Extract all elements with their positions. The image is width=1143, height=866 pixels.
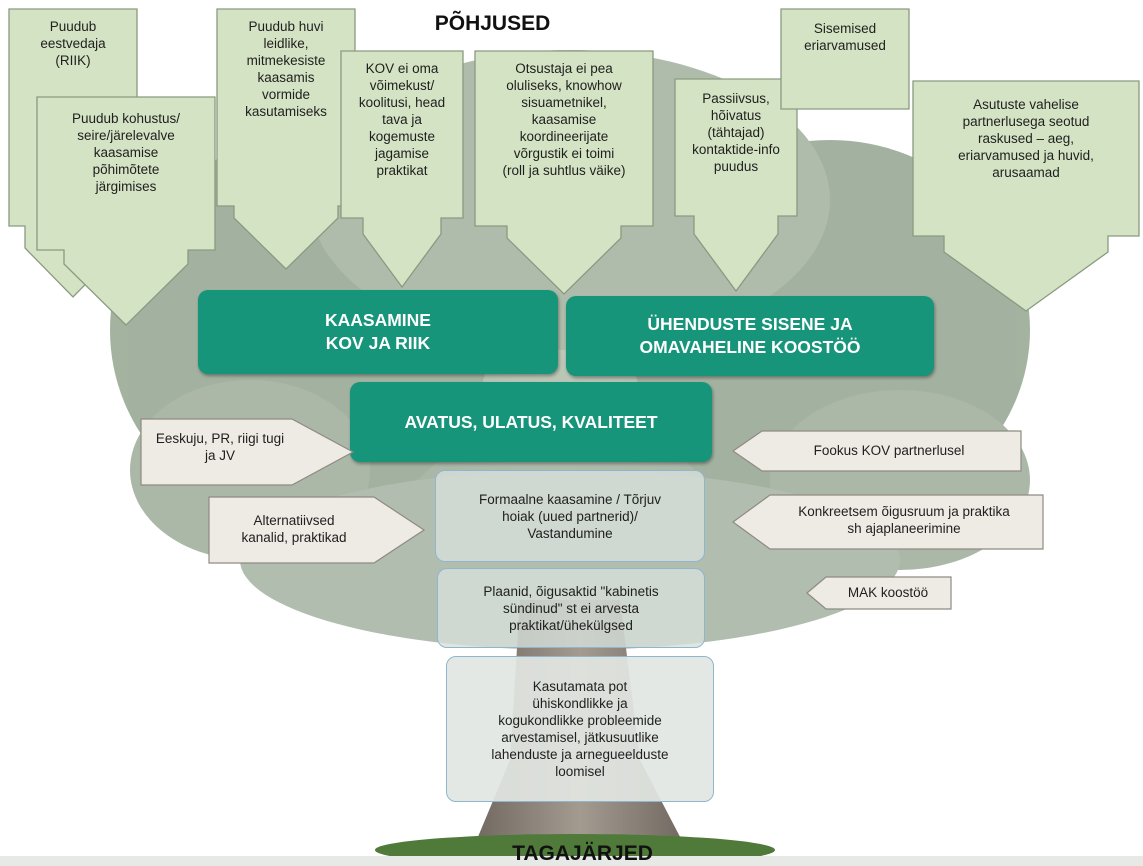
cause-text: Puudub kohustus/ seire/järelevalve kaasa… [71, 111, 181, 194]
cause-callout-kov-capacity: KOV ei oma võimekust/ koolitusi, head ta… [340, 50, 464, 289]
solution-arrow-legal-space [732, 494, 1044, 550]
consequence-cabinet-plans: Plaanid, õigusaktid "kabinetis sündinud"… [437, 568, 705, 648]
cause-text: Passiivsus, hõivatus (tähtajad) kontakti… [692, 91, 780, 174]
solution-arrow-example-pr [140, 418, 355, 486]
cause-callout-passivity: Passiivsus, hõivatus (tähtajad) kontakti… [674, 78, 798, 293]
cause-callout-internal-disagreements: Sisemised eriarvamused [780, 8, 910, 110]
core-ngo-cooperation: ÜHENDUSTE SISENE JA OMAVAHELINE KOOSTÖÖ [566, 296, 934, 376]
solution-text: Fookus KOV partnerlusel [813, 443, 965, 458]
consequence-formal-engagement: Formaalne kaasamine / Tõrjuv hoiak (uued… [435, 470, 705, 562]
cause-text: Sisemised eriarvamused [804, 21, 886, 53]
core-openness-scope-quality: AVATUS, ULATUS, KVALITEET [350, 382, 712, 462]
consequences-title: TAGAJÄRJED [512, 842, 653, 865]
cause-callout-interagency-partnership: Asutuste vahelise partnerlusega seotud r… [912, 80, 1140, 312]
cause-callout-no-obligation: Puudub kohustus/ seire/järelevalve kaasa… [36, 96, 216, 326]
cause-callout-decision-maker: Otsustaja ei pea oluliseks, knowhow sisu… [474, 50, 654, 295]
cause-text: Asutuste vahelise partnerlusega seotud r… [958, 97, 1094, 180]
bottom-strip [0, 856, 1143, 866]
solution-arrow-kov-partnership [732, 430, 1022, 472]
solution-text: Konkreetsem õigusruum ja praktika sh aja… [798, 504, 1010, 536]
solution-text: MAK koostöö [847, 585, 929, 600]
cause-callout-no-interest: Puudub huvi leidlike, mitmekesiste kaasa… [216, 8, 356, 270]
cause-text: KOV ei oma võimekust/ koolitusi, head ta… [358, 61, 446, 178]
solution-text: Alternatiivsed kanalid, praktikad [241, 513, 347, 545]
consequence-unused-potential: Kasutamata pot ühiskondlikke ja kogukond… [446, 656, 714, 802]
causes-title: PÕHJUSED [434, 12, 551, 35]
cause-text: Otsustaja ei pea oluliseks, knowhow sisu… [502, 61, 626, 178]
cause-text: Puudub eestvedaja (RIIK) [40, 19, 106, 68]
cause-text: Puudub huvi leidlike, mitmekesiste kaasa… [245, 19, 327, 119]
core-engagement-kov-state: KAASAMINE KOV JA RIIK [198, 290, 558, 374]
solution-arrow-alternative-channels [208, 496, 426, 564]
solution-arrow-mak-cooperation [806, 576, 952, 610]
solution-text: Eeskuju, PR, riigi tugi ja JV [155, 431, 285, 463]
